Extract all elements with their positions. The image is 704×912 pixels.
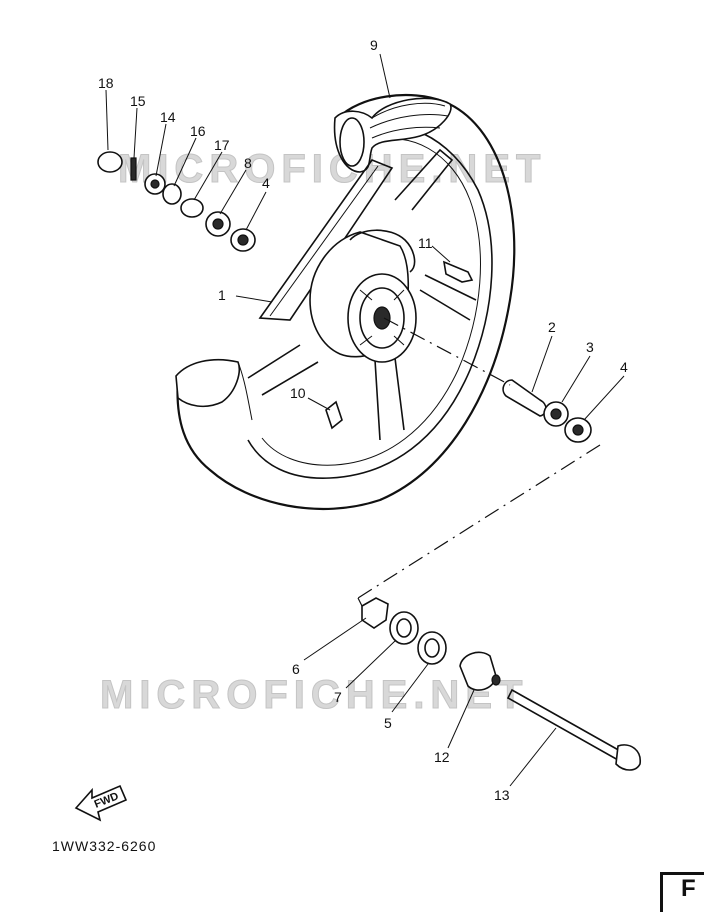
callout-3: 3 (586, 339, 594, 355)
tire-cut-edge (237, 361, 253, 421)
callout-4a: 4 (262, 175, 270, 191)
callout-16: 16 (190, 123, 206, 139)
watermark-bottom: MICROFICHE.NET (100, 673, 528, 717)
part-7-seal (389, 611, 419, 645)
corner-label: F (660, 872, 704, 912)
rim-inner-edge (261, 138, 481, 466)
callout-13: 13 (494, 787, 510, 803)
spoke-upper-left-inner (269, 165, 379, 317)
leader-lines (105, 53, 625, 787)
diagram-part-code: 1WW332-6260 (52, 838, 157, 854)
part-16-washer (162, 183, 182, 205)
callout-9: 9 (370, 37, 378, 53)
hub-axle-bore (373, 306, 391, 330)
callout-18: 18 (98, 75, 114, 91)
part-15-screw (130, 157, 137, 181)
left-bearing-stack (97, 151, 256, 252)
valve-stem-10 (325, 400, 343, 430)
hub-flange-ribs (359, 289, 405, 346)
part-5-washer (417, 631, 447, 665)
tire-cut-bottom (175, 358, 240, 408)
callout-5: 5 (384, 715, 392, 731)
callout-17: 17 (214, 137, 230, 153)
spoke-upper-left (258, 159, 394, 321)
callout-8: 8 (244, 155, 252, 171)
tire-tread-lines (369, 102, 449, 139)
spoke-lower (374, 357, 405, 441)
hub-top-edge (349, 229, 416, 273)
rim-outer-edge (247, 124, 493, 479)
callout-11: 11 (418, 235, 433, 251)
callout-1: 1 (218, 287, 226, 303)
callout-labels: 18 15 14 16 17 8 4 9 1 11 10 2 3 4 6 7 5… (98, 37, 628, 803)
part-13-axle-head (615, 744, 641, 771)
tire-section-top (339, 117, 365, 167)
part-17-spacer (180, 198, 204, 218)
part-18-collar (97, 151, 123, 173)
callout-14: 14 (160, 109, 176, 125)
part-6-retainer (361, 597, 389, 629)
watermark-top: MICROFICHE.NET (118, 147, 546, 191)
callout-2: 2 (548, 319, 556, 335)
balance-weight-11 (442, 260, 474, 283)
wheel-assembly (175, 93, 516, 511)
lower-parts (361, 597, 641, 771)
callout-15: 15 (130, 93, 146, 109)
callout-10: 10 (290, 385, 306, 401)
spoke-lower-left (247, 344, 319, 396)
spoke-right (419, 274, 477, 321)
axle-centerline (357, 317, 601, 599)
fwd-arrow-icon: FWD (74, 784, 128, 822)
part-2-spacer (502, 379, 547, 417)
hub-inner-ring (359, 287, 405, 349)
callout-6: 6 (292, 661, 300, 677)
callout-7: 7 (334, 689, 342, 705)
right-bearing-stack (502, 379, 592, 443)
callout-4b: 4 (620, 359, 628, 375)
spoke-upper-right (394, 148, 454, 211)
callout-12: 12 (434, 749, 450, 765)
